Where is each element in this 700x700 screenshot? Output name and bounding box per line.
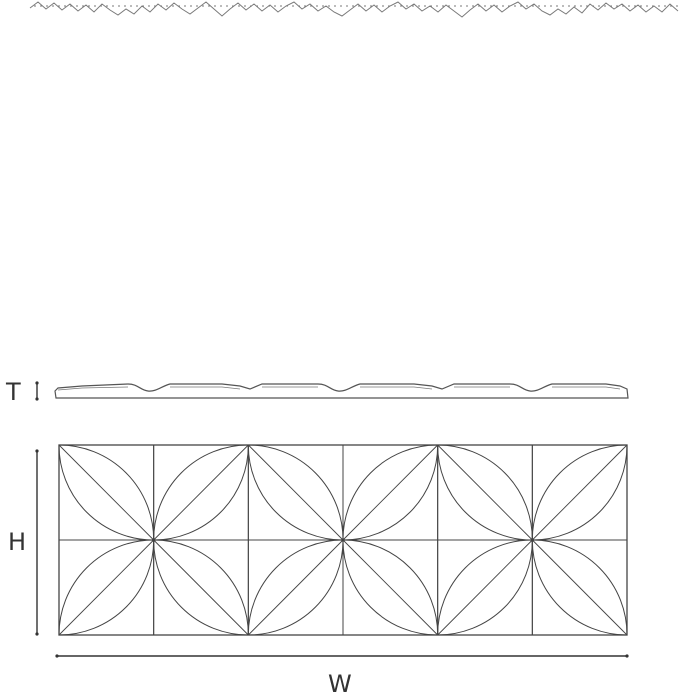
height-dimension-end-top bbox=[35, 449, 39, 453]
width-dimension: W bbox=[55, 654, 629, 698]
thickness-profile: T bbox=[5, 378, 629, 406]
torn-top-edge bbox=[29, 1, 682, 18]
thickness-label: T bbox=[5, 378, 21, 406]
thickness-dimension-end-bottom bbox=[35, 397, 39, 401]
flower-center bbox=[341, 538, 345, 542]
width-dimension-end-left bbox=[55, 654, 59, 658]
flower-center bbox=[530, 538, 535, 542]
thickness-dimension-end-top bbox=[35, 381, 39, 385]
profile-inner-line bbox=[57, 386, 621, 391]
height-label: H bbox=[8, 528, 26, 556]
panel-front-view bbox=[58, 444, 628, 636]
width-dimension-end-right bbox=[625, 654, 629, 658]
width-label: W bbox=[328, 670, 352, 698]
height-dimension-end-bottom bbox=[35, 632, 39, 636]
flower-center bbox=[151, 538, 156, 542]
height-dimension: H bbox=[8, 449, 39, 636]
profile-outline bbox=[54, 383, 629, 399]
